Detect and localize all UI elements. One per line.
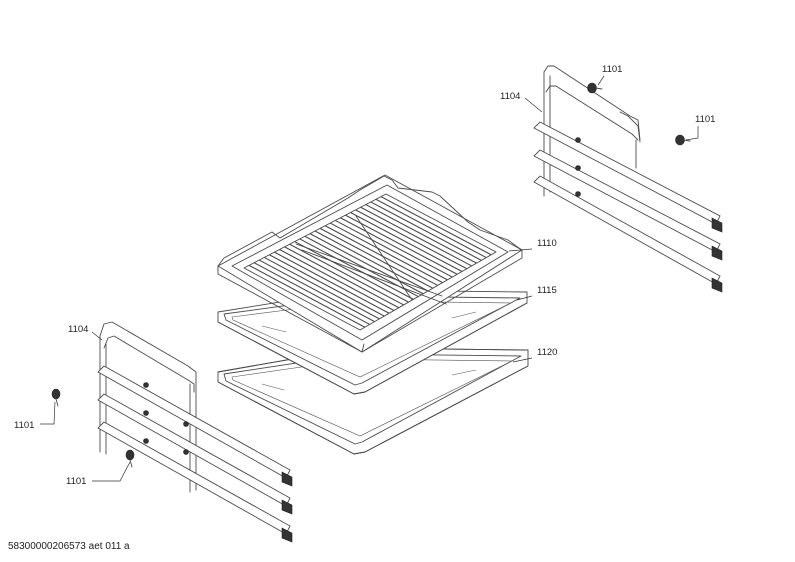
grill-wire bbox=[319, 227, 434, 289]
screw-left-b bbox=[125, 449, 135, 468]
grill-wire bbox=[324, 225, 438, 286]
grill-wire bbox=[340, 217, 453, 278]
label-flat-tray: 1115 bbox=[537, 285, 557, 296]
wire-shelf bbox=[217, 174, 523, 353]
grill-wire bbox=[309, 233, 424, 295]
label-screw-right-a: 1101 bbox=[602, 64, 622, 75]
grill-wire bbox=[365, 204, 477, 264]
grill-wire bbox=[370, 201, 482, 261]
grill-wire bbox=[375, 198, 487, 259]
grill-wire bbox=[248, 264, 366, 328]
grill-wire bbox=[279, 249, 395, 311]
callout-leaders bbox=[40, 75, 699, 482]
grill-wire bbox=[269, 254, 385, 317]
label-screw-right-b: 1101 bbox=[695, 114, 715, 125]
label-screw-left-b: 1101 bbox=[66, 476, 86, 487]
grill-wire bbox=[329, 222, 443, 284]
grill-wire bbox=[264, 256, 380, 320]
grill-wires bbox=[248, 196, 492, 328]
grill-wire bbox=[345, 214, 458, 275]
label-right-rails: 1104 bbox=[500, 91, 520, 102]
screw-right-b bbox=[675, 134, 691, 146]
screw-right-a bbox=[587, 82, 603, 94]
grill-wire bbox=[360, 206, 472, 267]
grill-wire bbox=[289, 243, 404, 306]
grill-wire bbox=[355, 209, 468, 270]
grill-wire bbox=[274, 251, 390, 314]
left-side-rails bbox=[97, 321, 293, 543]
grill-wire bbox=[294, 241, 409, 303]
right-side-rails bbox=[533, 65, 723, 293]
label-deep-tray: 1120 bbox=[537, 347, 557, 358]
label-left-rails: 1104 bbox=[68, 324, 88, 335]
grill-wire bbox=[314, 230, 429, 292]
label-wire-shelf: 1110 bbox=[537, 238, 557, 249]
grill-wire bbox=[380, 196, 492, 256]
label-screw-left-a: 1101 bbox=[14, 420, 34, 431]
grill-wire bbox=[299, 238, 414, 300]
document-code: 58300000206573 aet 011 a bbox=[8, 541, 130, 552]
grill-wire bbox=[335, 219, 448, 281]
grill-wire bbox=[284, 246, 400, 309]
screw-left-a bbox=[51, 388, 61, 407]
grill-wire bbox=[258, 259, 375, 323]
grill-wire bbox=[350, 212, 463, 272]
grill-wire bbox=[253, 262, 370, 325]
